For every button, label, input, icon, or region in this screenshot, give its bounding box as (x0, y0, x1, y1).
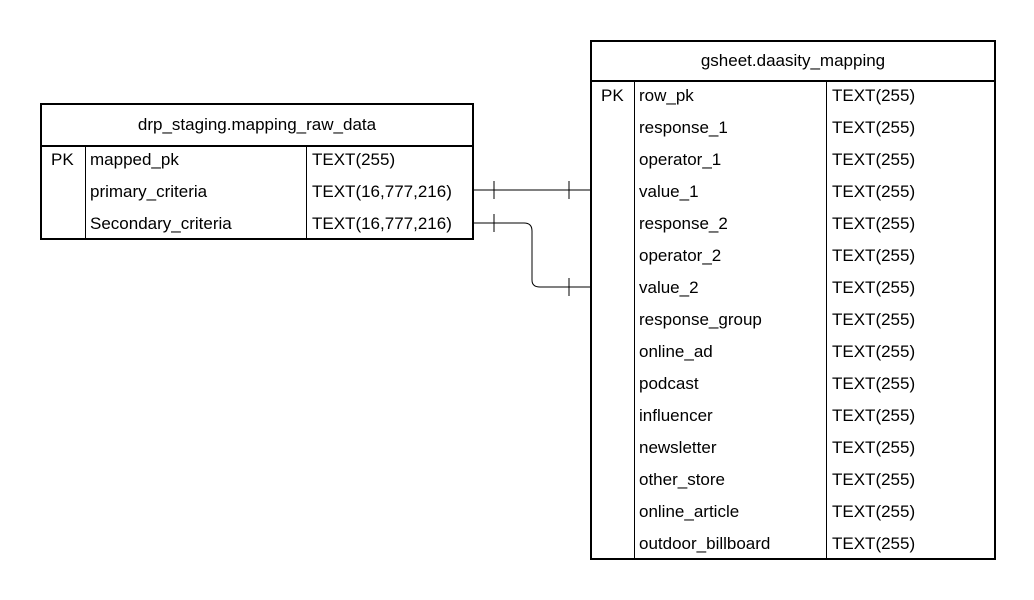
field-name: response_2 (639, 214, 728, 233)
relationship-secondary-to-value2[interactable] (474, 214, 590, 296)
field-name: influencer (639, 406, 713, 425)
entity-title: drp_staging.mapping_raw_data (42, 105, 472, 147)
field-name: Secondary_criteria (90, 214, 232, 233)
field-type: TEXT(255) (832, 502, 916, 521)
field-name: response_1 (639, 118, 728, 137)
field-type: TEXT(255) (832, 118, 916, 137)
pk-marker: PK (51, 150, 74, 169)
field-type: TEXT(255) (832, 214, 916, 233)
column-divider (306, 146, 307, 238)
field-type: TEXT(255) (832, 182, 916, 201)
field-type: TEXT(255) (832, 278, 916, 297)
field-name: row_pk (639, 86, 694, 105)
field-type: TEXT(255) (312, 150, 396, 169)
field-name: online_ad (639, 342, 713, 361)
entity-daasity-mapping[interactable]: gsheet.daasity_mapping PK row_pk TEXT(25… (590, 40, 996, 560)
relationship-primary-to-value1[interactable] (474, 181, 590, 199)
field-type: TEXT(255) (832, 374, 916, 393)
column-divider (85, 146, 86, 238)
entity-title: gsheet.daasity_mapping (592, 42, 994, 82)
field-name: outdoor_billboard (639, 534, 771, 553)
field-type: TEXT(16,777,216) (312, 214, 452, 233)
field-name: newsletter (639, 438, 717, 457)
field-name: value_2 (639, 278, 699, 297)
field-name: online_article (639, 502, 740, 521)
field-type: TEXT(255) (832, 86, 916, 105)
field-type: TEXT(255) (832, 438, 916, 457)
field-type: TEXT(255) (832, 310, 916, 329)
field-name: mapped_pk (90, 150, 179, 169)
field-name: response_group (639, 310, 762, 329)
field-name: other_store (639, 470, 725, 489)
field-type: TEXT(255) (832, 246, 916, 265)
column-divider (634, 81, 635, 558)
field-name: operator_2 (639, 246, 722, 265)
field-type: TEXT(16,777,216) (312, 182, 452, 201)
column-divider (826, 81, 827, 558)
field-name: value_1 (639, 182, 699, 201)
entity-mapping-raw-data[interactable]: drp_staging.mapping_raw_data PK mapped_p… (40, 103, 474, 240)
field-type: TEXT(255) (832, 150, 916, 169)
field-name: operator_1 (639, 150, 722, 169)
field-type: TEXT(255) (832, 406, 916, 425)
field-type: TEXT(255) (832, 534, 916, 553)
field-type: TEXT(255) (832, 342, 916, 361)
pk-marker: PK (601, 86, 624, 105)
field-type: TEXT(255) (832, 470, 916, 489)
field-name: podcast (639, 374, 699, 393)
field-name: primary_criteria (90, 182, 208, 201)
